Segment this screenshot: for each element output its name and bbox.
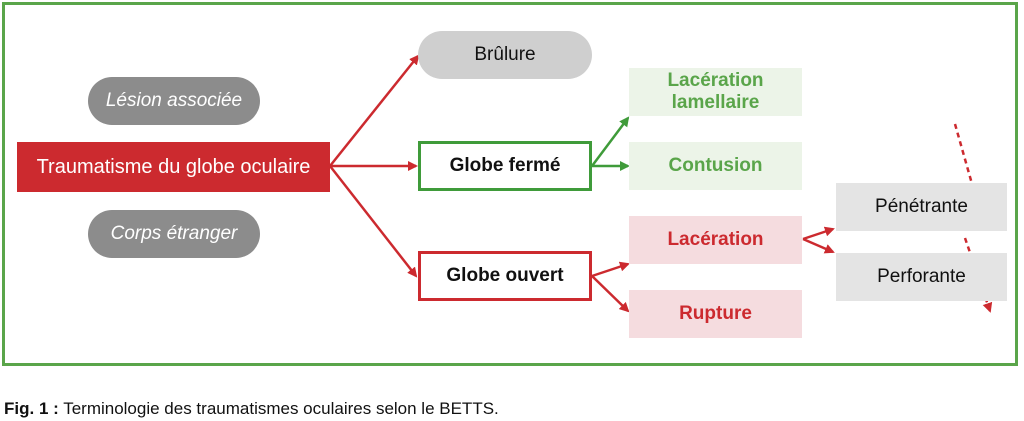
arrow-ouvert-to-laceration (591, 261, 630, 278)
rupture-label: Rupture (679, 303, 752, 324)
arrow-laceration-to-penetrante (802, 226, 835, 241)
contusion-node: Contusion (629, 142, 802, 190)
lesion-associee-label: Lésion associée (105, 90, 243, 111)
laceration-lamellaire-node: Lacération lamellaire (629, 68, 802, 116)
laceration-label: Lacération (667, 229, 764, 250)
brulure-label: Brûlure (474, 44, 536, 65)
lesion-associee-node: Lésion associée (88, 77, 260, 125)
traumatisme-label: Traumatisme du globe oculaire (36, 156, 311, 178)
caption-text: Terminologie des traumatismes oculaires … (58, 399, 499, 418)
rupture-node: Rupture (629, 290, 802, 338)
brulure-node: Brûlure (418, 31, 592, 79)
contusion-label: Contusion (668, 155, 763, 176)
arrow-laceration-to-perforante (802, 237, 835, 254)
laceration-node: Lacération (629, 216, 802, 264)
arrow-main-to-brulure (329, 54, 420, 167)
corps-etranger-label: Corps étranger (110, 223, 238, 244)
perforante-label: Perforante (877, 266, 966, 287)
arrow-ouvert-to-rupture (591, 275, 630, 313)
traumatisme-node: Traumatisme du globe oculaire (17, 142, 330, 192)
globe-ferme-node: Globe fermé (418, 141, 592, 191)
penetrante-node: Pénétrante (836, 183, 1007, 231)
globe-ferme-label: Globe fermé (449, 155, 561, 176)
arrow-main-to-globe-ouvert (329, 165, 418, 278)
arrow-ferme-to-lamellaire (591, 116, 630, 167)
diagram-frame (2, 2, 1018, 366)
globe-ouvert-label: Globe ouvert (446, 265, 564, 286)
caption-label: Fig. 1 : (4, 399, 59, 418)
perforante-node: Perforante (836, 253, 1007, 301)
penetrante-label: Pénétrante (875, 196, 968, 217)
figure-caption: Fig. 1 : Terminologie des traumatismes o… (4, 399, 499, 419)
corps-etranger-node: Corps étranger (88, 210, 260, 258)
laceration-lamellaire-label: Lacération lamellaire (667, 70, 764, 113)
globe-ouvert-node: Globe ouvert (418, 251, 592, 301)
